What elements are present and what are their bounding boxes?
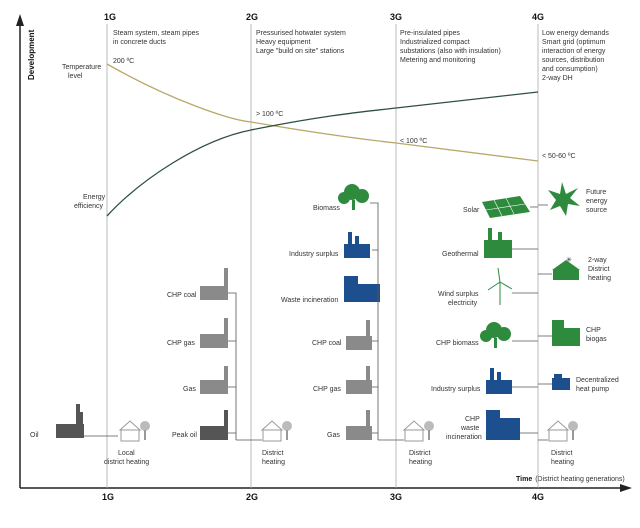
gen3-chp-gas-plant-icon <box>346 366 372 394</box>
gen3-district-heating-icon <box>402 420 434 442</box>
chp-gas-plant-icon <box>200 318 228 348</box>
biomass-tree-icon <box>338 184 369 210</box>
axes: Development Time(District heating genera… <box>16 14 632 492</box>
peak-oil-plant-icon <box>200 410 228 440</box>
gen1-section: Oil Local district heating <box>30 404 150 466</box>
waste-incineration-plant-icon <box>344 276 380 302</box>
gen-label-top-1: 1G <box>104 12 116 22</box>
gen4-section: Solar Geothermal Wind surplus electricit… <box>431 182 621 466</box>
gen-label-top-3: 3G <box>390 12 402 22</box>
local-district-heating-icon <box>118 420 150 442</box>
gen4-district-heating-icon <box>546 420 578 442</box>
generation-descriptions: Steam system, steam pipes in concrete du… <box>113 30 611 82</box>
chp-biomass-tree-icon <box>480 322 511 348</box>
gen2-source-chp-coal: CHP coal <box>167 292 197 299</box>
gen3-source-waste-incineration: Waste incineration <box>281 297 338 304</box>
generation-labels-top: 1G 2G 3G 4G <box>104 12 544 22</box>
temp-value-1g: 200 ºC <box>113 58 134 65</box>
gen3-source-biomass: Biomass <box>313 205 340 212</box>
chp-coal-plant-icon <box>200 268 228 300</box>
gen3-section: Biomass Industry surplus Waste incinerat… <box>281 184 434 466</box>
gen2-section: CHP coal CHP gas Gas Peak oil Distri <box>167 268 292 466</box>
oil-plant-icon <box>56 404 84 438</box>
geothermal-plant-icon <box>484 228 512 258</box>
gen3-source-chp-gas: CHP gas <box>313 386 341 393</box>
y-axis-title: Development <box>27 29 36 80</box>
gen4-two-way-label: 2-way District heating <box>588 257 611 282</box>
gen4-source-chp-biomass: CHP biomass <box>436 340 479 347</box>
gen2-source-peak-oil: Peak oil <box>172 432 197 439</box>
gen4-source-chp-waste: CHP waste incineration <box>446 416 482 441</box>
gen1-source-oil-label: Oil <box>30 432 39 439</box>
two-way-heating-house-icon: ✳ <box>552 256 580 280</box>
x-axis-title: Time(District heating generations) <box>516 476 625 483</box>
gen4-left-connectors <box>512 206 538 434</box>
gen4-chp-biogas-label: CHP biogas <box>586 327 607 343</box>
temp-value-3g: < 100 ºC <box>400 138 427 145</box>
gen-label-bottom-1: 1G <box>102 492 114 502</box>
y-axis-arrow <box>16 14 24 26</box>
gen4-waste-incineration-icon <box>486 410 520 440</box>
desc-4g: Low energy demands Smart grid (optimum i… <box>542 30 611 82</box>
gen1-output-label: Local district heating <box>104 450 149 466</box>
generation-dividers <box>106 24 539 488</box>
gen4-right-connectors <box>538 204 552 441</box>
svg-text:✳: ✳ <box>566 256 572 264</box>
gen4-source-industry-surplus: Industry surplus <box>431 386 481 393</box>
gen3-output-label: District heating <box>409 450 432 466</box>
gen4-output-label: District heating <box>551 450 574 466</box>
desc-2g: Pressurised hotwater system Heavy equipm… <box>256 30 348 55</box>
gen-label-bottom-2: 2G <box>246 492 258 502</box>
chp-biogas-plant-icon <box>552 320 580 346</box>
decentralized-heat-pump-icon <box>552 374 570 390</box>
temp-value-2g: > 100 ºC <box>256 111 283 118</box>
gen2-district-heating-icon <box>260 420 292 442</box>
gen2-connectors <box>228 292 262 441</box>
gen-label-bottom-3: 3G <box>390 492 402 502</box>
gen4-future-energy-label: Future energy source <box>586 189 609 214</box>
gen4-source-wind: Wind surplus electricity <box>438 291 480 307</box>
gas-plant-icon <box>200 366 228 394</box>
x-axis-arrow <box>620 484 632 492</box>
gen-label-bottom-4: 4G <box>532 492 544 502</box>
gen4-source-solar: Solar <box>463 207 480 214</box>
temperature-curve <box>106 63 539 162</box>
gen3-gas-plant-icon <box>346 410 372 440</box>
curves: Temperature level Energy efficiency 200 … <box>62 58 576 217</box>
temperature-label: Temperature level <box>62 64 103 80</box>
gen3-source-gas: Gas <box>327 432 340 439</box>
gen4-source-geothermal: Geothermal <box>442 251 479 258</box>
gen3-source-chp-coal: CHP coal <box>312 340 342 347</box>
gen3-source-industry-surplus: Industry surplus <box>289 251 339 258</box>
generation-labels-bottom: 1G 2G 3G 4G <box>102 492 544 502</box>
gen3-connectors <box>370 202 404 441</box>
gen2-source-chp-gas: CHP gas <box>167 340 195 347</box>
desc-1g: Steam system, steam pipes in concrete du… <box>113 30 201 46</box>
gen2-source-gas: Gas <box>183 386 196 393</box>
desc-3g: Pre-insulated pipes Industrialized compa… <box>400 30 503 64</box>
future-energy-star-icon <box>548 182 580 216</box>
industry-surplus-factory-icon <box>344 232 370 258</box>
efficiency-label: Energy efficiency <box>74 194 107 210</box>
wind-turbine-icon <box>487 267 513 305</box>
gen-label-top-2: 2G <box>246 12 258 22</box>
gen4-industry-factory-icon <box>486 368 512 394</box>
gen3-chp-coal-plant-icon <box>346 320 372 350</box>
solar-panel-icon <box>482 196 530 218</box>
gen-label-top-4: 4G <box>532 12 544 22</box>
gen2-output-label: District heating <box>262 450 285 466</box>
efficiency-curve <box>106 91 539 217</box>
gen4-heat-pump-label: Decentralized heat pump <box>576 377 621 393</box>
temp-value-4g: < 50-60 ºC <box>542 153 576 160</box>
